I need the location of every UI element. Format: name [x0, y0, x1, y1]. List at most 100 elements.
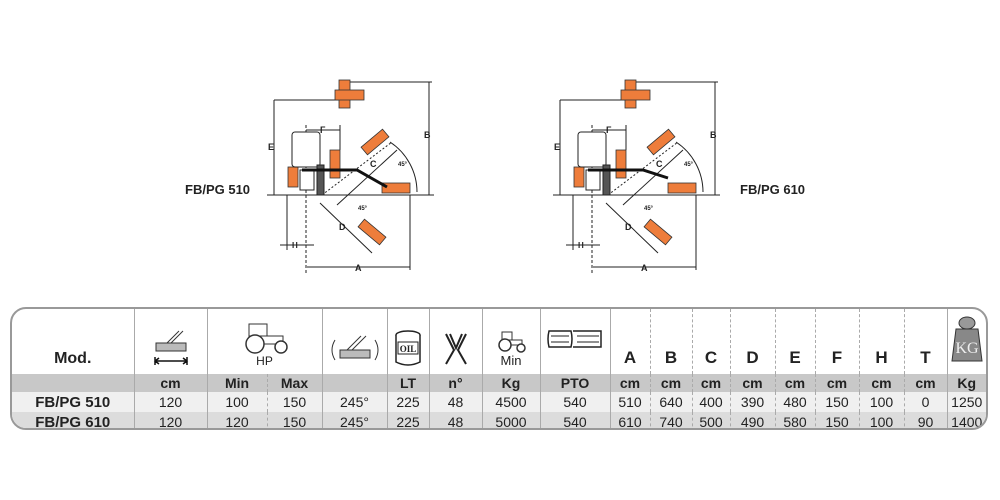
oil-label: OIL — [400, 344, 417, 354]
mower-diagram-610: E B F C D A H 45° 45° — [548, 70, 728, 280]
value-cell: 1400 — [946, 412, 986, 428]
value-cell: 740 — [649, 412, 692, 428]
working-width-icon — [133, 309, 207, 374]
tractor-hp-icon: HP — [206, 309, 322, 374]
value-cell: 480 — [774, 392, 815, 412]
table-row: FB/PG 510 120 100 150 245° 225 48 4500 5… — [12, 392, 986, 412]
unit-cell: cm — [609, 374, 650, 392]
value-cell: 245° — [321, 412, 387, 428]
col-a: A — [609, 309, 650, 374]
col-c: C — [691, 309, 730, 374]
value-cell: 120 — [133, 412, 207, 428]
unit-cell: cm — [774, 374, 815, 392]
unit-cell: Kg — [946, 374, 986, 392]
unit-cell: n° — [428, 374, 482, 392]
value-cell: 120 — [133, 392, 207, 412]
value-cell: 100 — [858, 392, 904, 412]
value-cell: 610 — [609, 412, 650, 428]
value-cell: 490 — [729, 412, 775, 428]
angle-label: 45° — [644, 206, 654, 212]
dim-label-c: C — [656, 159, 663, 169]
dim-label-b: B — [424, 130, 431, 140]
col-t: T — [903, 309, 947, 374]
dimension-drawing: E B F C D A H 45° 45° — [267, 79, 434, 275]
unit-cell — [321, 374, 387, 392]
value-cell: 4500 — [481, 392, 540, 412]
pto-shaft-icon — [539, 309, 610, 374]
value-cell: 540 — [539, 412, 610, 428]
model-label-510: FB/PG 510 — [185, 182, 251, 197]
angle-label: 45° — [358, 206, 368, 212]
unit-cell: PTO — [539, 374, 610, 392]
unit-cell: Min — [206, 374, 267, 392]
value-cell: 120 — [206, 412, 267, 428]
value-cell: 580 — [774, 412, 815, 428]
dim-label-c: C — [370, 159, 377, 169]
unit-cell: cm — [691, 374, 730, 392]
col-f: F — [814, 309, 859, 374]
value-cell: 150 — [266, 412, 322, 428]
value-cell: 0 — [903, 392, 947, 412]
value-cell: 640 — [649, 392, 692, 412]
unit-cell: cm — [858, 374, 904, 392]
value-cell: 225 — [386, 412, 429, 428]
col-d: D — [729, 309, 775, 374]
unit-cell: cm — [903, 374, 947, 392]
value-cell: 390 — [729, 392, 775, 412]
dim-label-e: E — [554, 142, 560, 152]
value-cell: 400 — [691, 392, 730, 412]
unit-cell: cm — [814, 374, 859, 392]
dim-label-e: E — [268, 142, 274, 152]
value-cell: 90 — [903, 412, 947, 428]
value-cell: 1250 — [946, 392, 986, 412]
spec-table: Mod. HP OIL Min A B C D E F H T KG cm Mi… — [10, 307, 988, 430]
value-cell: 150 — [266, 392, 322, 412]
mod-header: Mod. — [54, 350, 92, 367]
unit-cell: cm — [729, 374, 775, 392]
dim-label-f: F — [320, 125, 326, 135]
col-b: B — [649, 309, 692, 374]
value-cell: 500 — [691, 412, 730, 428]
value-cell: 48 — [428, 392, 482, 412]
unit-cell: Kg — [481, 374, 540, 392]
value-cell: 150 — [814, 412, 859, 428]
model-label-610: FB/PG 610 — [740, 182, 806, 197]
rotation-angle-icon — [321, 309, 387, 374]
value-cell: 48 — [428, 412, 482, 428]
dim-label-d: D — [339, 222, 346, 232]
value-cell: 540 — [539, 392, 610, 412]
value-cell: 100 — [858, 412, 904, 428]
dim-label-b: B — [710, 130, 717, 140]
unit-cell — [12, 374, 134, 392]
col-h: H — [858, 309, 904, 374]
unit-cell: cm — [133, 374, 207, 392]
col-e: E — [774, 309, 815, 374]
table-row: FB/PG 610 120 120 150 245° 225 48 5000 5… — [12, 412, 986, 428]
unit-cell: cm — [649, 374, 692, 392]
model-cell: FB/PG 610 — [12, 412, 134, 428]
units-row: cm Min Max LT n° Kg PTO cm cm cm cm cm c… — [12, 374, 986, 392]
dim-label-a: A — [355, 263, 362, 273]
value-cell: 245° — [321, 392, 387, 412]
dim-label-a: A — [641, 263, 648, 273]
weight-kg-icon: KG — [946, 309, 986, 374]
dim-label-h: H — [292, 241, 298, 250]
mower-diagram-510: E B F C D A H 45° 45° — [262, 70, 442, 280]
unit-cell: Max — [266, 374, 322, 392]
blades-icon — [428, 309, 482, 374]
unit-cell: LT — [386, 374, 429, 392]
angle-label: 45° — [684, 162, 694, 168]
dim-label-f: F — [606, 125, 612, 135]
hp-label: HP — [256, 354, 273, 368]
angle-label: 45° — [398, 162, 408, 168]
value-cell: 5000 — [481, 412, 540, 428]
dimension-drawing: E B F C D A H 45° 45° — [553, 79, 720, 275]
value-cell: 150 — [814, 392, 859, 412]
kg-icon-label: KG — [955, 340, 979, 357]
min-label: Min — [500, 353, 522, 368]
dim-label-h: H — [578, 241, 584, 250]
value-cell: 225 — [386, 392, 429, 412]
value-cell: 100 — [206, 392, 267, 412]
icon-header-row: Mod. HP OIL Min A B C D E F H T KG — [12, 309, 986, 374]
dim-label-d: D — [625, 222, 632, 232]
